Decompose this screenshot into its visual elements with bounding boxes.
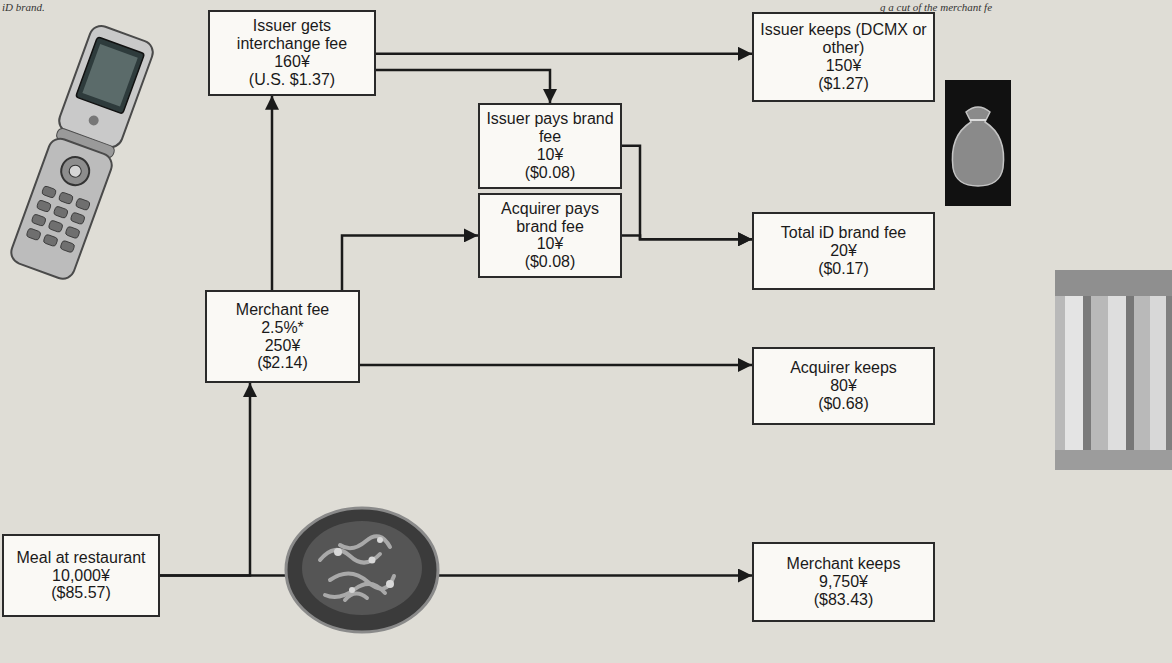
box-amount: 250¥ <box>213 337 352 355</box>
box-amount: ($0.08) <box>486 253 614 271</box>
fee-box: Merchant fee2.5%*250¥($2.14) <box>205 290 360 383</box>
fee-box: Merchant keeps9,750¥($83.43) <box>752 542 935 622</box>
box-amount: ($0.17) <box>760 260 927 278</box>
flow-arrow <box>622 235 752 239</box>
flow-arrow <box>160 383 250 576</box>
box-amount: ($0.68) <box>760 395 927 413</box>
box-amount: (U.S. $1.37) <box>216 71 368 89</box>
box-heading: Issuer keeps (DCMX or other) <box>760 21 927 57</box>
box-amount: ($0.08) <box>486 164 614 182</box>
caption-fragment: g a cut of the merchant fe <box>880 1 992 13</box>
flow-arrow <box>376 70 550 103</box>
box-amount: 80¥ <box>760 377 927 395</box>
fee-box: Issuer gets interchange fee160¥(U.S. $1.… <box>208 10 376 96</box>
fee-box: Issuer keeps (DCMX or other)150¥($1.27) <box>752 12 935 102</box>
box-amount: 10,000¥ <box>10 567 152 585</box>
flow-arrow <box>376 53 752 56</box>
box-heading: Total iD brand fee <box>760 224 927 242</box>
fee-box: Issuer pays brand fee10¥($0.08) <box>478 103 622 189</box>
flow-arrow <box>271 96 274 290</box>
fee-box: Meal at restaurant10,000¥($85.57) <box>2 534 160 617</box>
box-heading: Issuer gets interchange fee <box>216 17 368 53</box>
food-plate-illustration <box>286 508 438 632</box>
flow-arrow <box>342 235 478 290</box>
box-amount: 10¥ <box>486 146 614 164</box>
box-amount: ($1.27) <box>760 75 927 93</box>
box-heading: Acquirer pays brand fee <box>486 200 614 236</box>
box-amount: 10¥ <box>486 235 614 253</box>
flow-arrow <box>622 146 752 239</box>
money-bag-photo <box>945 80 1011 206</box>
box-amount: 20¥ <box>760 242 927 260</box>
box-amount: ($2.14) <box>213 354 352 372</box>
box-amount: 160¥ <box>216 53 368 71</box>
box-amount: ($85.57) <box>10 584 152 602</box>
box-amount: 9,750¥ <box>760 573 927 591</box>
box-amount: ($83.43) <box>760 591 927 609</box>
fee-box: Acquirer keeps80¥($0.68) <box>752 347 935 425</box>
phone-illustration <box>8 23 156 282</box>
fee-box: Acquirer pays brand fee10¥($0.08) <box>478 193 622 279</box>
box-heading: Issuer pays brand fee <box>486 110 614 146</box>
box-heading: Merchant fee <box>213 301 352 319</box>
box-heading: Meal at restaurant <box>10 549 152 567</box>
flow-arrow <box>160 574 752 577</box>
box-amount: 150¥ <box>760 57 927 75</box>
box-heading: Merchant keeps <box>760 555 927 573</box>
caption-fragment: iD brand. <box>2 1 45 13</box>
box-amount: 2.5%* <box>213 319 352 337</box>
fee-box: Total iD brand fee20¥($0.17) <box>752 212 935 290</box>
box-heading: Acquirer keeps <box>760 359 927 377</box>
flow-arrow <box>360 364 752 367</box>
building-photo <box>1055 270 1172 470</box>
